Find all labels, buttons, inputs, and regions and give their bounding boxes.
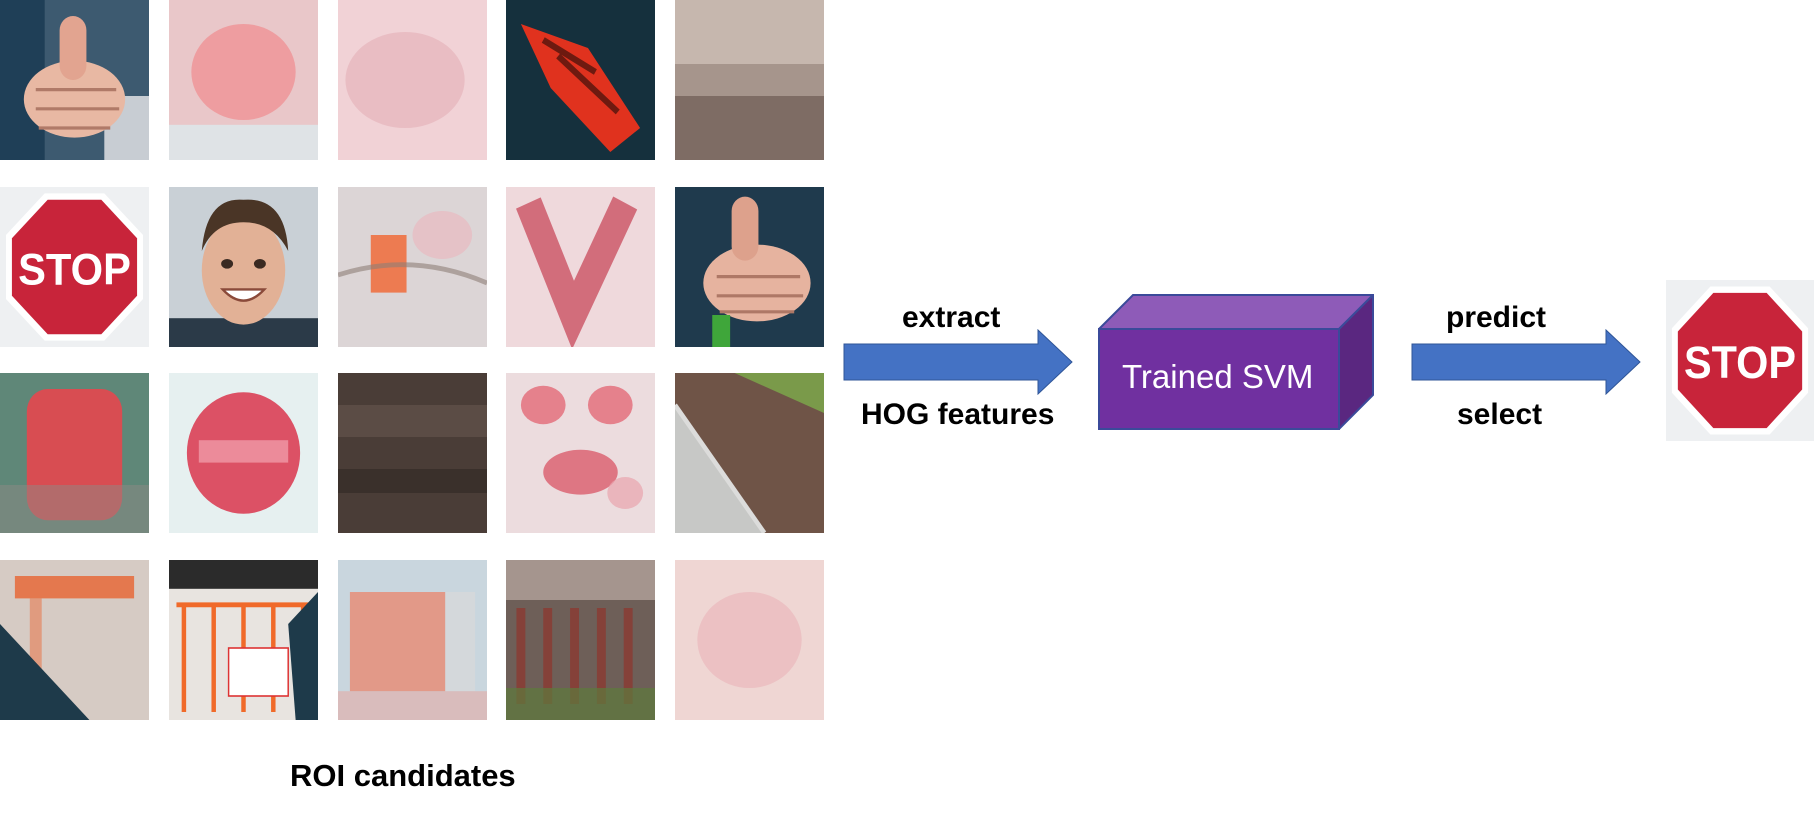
blurred-orange-icon xyxy=(338,187,487,347)
roi-tile xyxy=(675,373,824,533)
arrow-shape xyxy=(1411,329,1641,395)
blurred-orange-fence-icon xyxy=(0,560,149,720)
roi-tile xyxy=(169,0,318,160)
extract-label: extract xyxy=(902,301,1001,334)
blurred-orange-block-icon xyxy=(338,560,487,720)
roi-tile-thumb xyxy=(0,0,149,160)
thumb-icon xyxy=(675,187,824,347)
roi-tile xyxy=(338,187,487,347)
sidewalk-icon xyxy=(675,373,824,533)
extract-arrow xyxy=(843,329,1073,395)
logo-fragment-icon xyxy=(506,0,655,160)
face-icon xyxy=(169,187,318,347)
stop-sign-icon: STOP xyxy=(1666,280,1814,441)
svm-front-face xyxy=(1098,328,1340,430)
roi-tile-face xyxy=(169,187,318,347)
roi-tile-thumb xyxy=(675,187,824,347)
roi-tile xyxy=(675,560,824,720)
roi-tile xyxy=(675,0,824,160)
blurred-red-icon xyxy=(169,0,318,160)
blurred-dark-icon xyxy=(338,373,487,533)
hog-features-label: HOG features xyxy=(861,398,1055,431)
stop-sign-text: STOP xyxy=(1684,339,1796,389)
predict-arrow xyxy=(1411,329,1641,395)
stop-sign-icon: STOP xyxy=(0,187,149,347)
blurred-brown-icon xyxy=(675,0,824,160)
roi-tile xyxy=(0,373,149,533)
result-stop-sign: STOP xyxy=(1666,280,1814,441)
blurred-pink-icon xyxy=(338,0,487,160)
svm-label: Trained SVM xyxy=(1122,358,1314,395)
blurred-fence-dark-icon xyxy=(506,560,655,720)
thumb-icon xyxy=(0,0,149,160)
predict-label: predict xyxy=(1446,301,1547,334)
blurred-pink-mix-icon xyxy=(506,373,655,533)
roi-tile xyxy=(338,373,487,533)
roi-tile-stop: STOP xyxy=(0,187,149,347)
roi-grid: STOP xyxy=(0,0,826,722)
stop-sign-text: STOP xyxy=(18,245,131,295)
fence-scene-icon xyxy=(169,560,318,720)
svm-box-icon xyxy=(1098,294,1374,430)
roi-tile xyxy=(338,0,487,160)
blurred-red-sign-icon xyxy=(0,373,149,533)
roi-tile xyxy=(338,560,487,720)
roi-tile xyxy=(169,373,318,533)
roi-candidates-caption: ROI candidates xyxy=(290,758,516,793)
roi-tile xyxy=(506,560,655,720)
blurred-light-pink-icon xyxy=(675,560,824,720)
roi-tile xyxy=(506,373,655,533)
roi-tile xyxy=(0,560,149,720)
arrow-shape xyxy=(843,329,1073,395)
select-label: select xyxy=(1457,398,1543,431)
roi-tile xyxy=(506,187,655,347)
roi-tile xyxy=(506,0,655,160)
roi-tile xyxy=(169,560,318,720)
svm-top-face xyxy=(1098,294,1374,330)
blurred-red-v-icon xyxy=(506,187,655,347)
blurred-round-sign-icon xyxy=(169,373,318,533)
